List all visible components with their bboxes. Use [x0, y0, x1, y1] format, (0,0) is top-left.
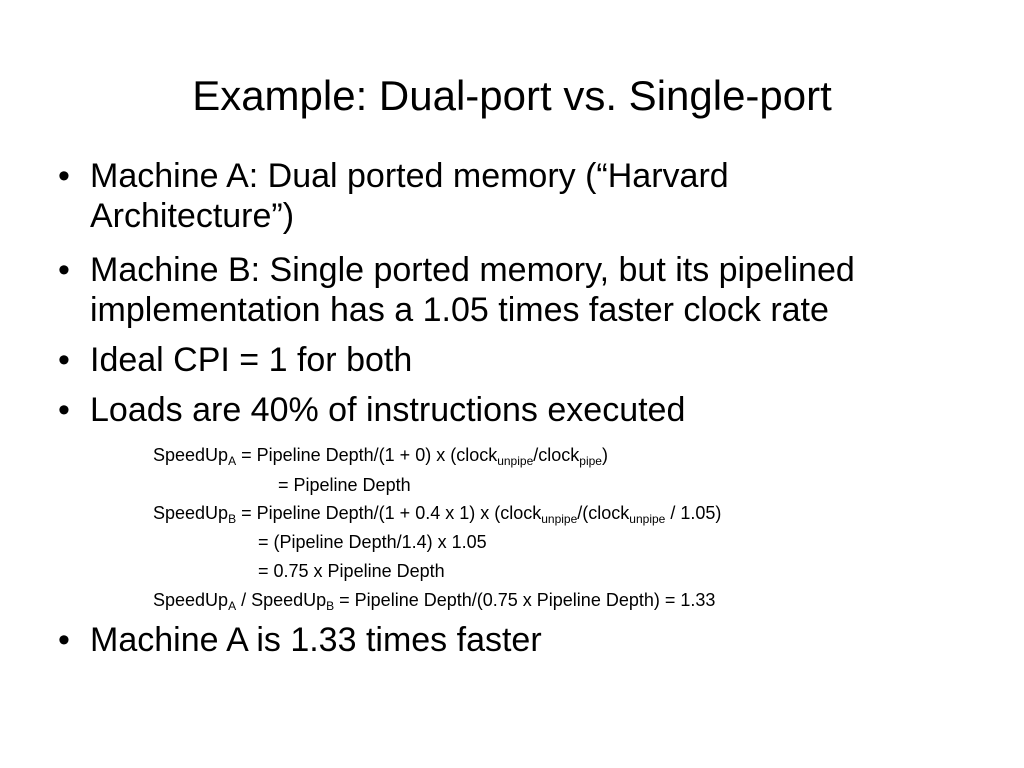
equation-speedup-a: SpeedUpA = Pipeline Depth/(1 + 0) x (clo… — [153, 444, 608, 468]
bullet-text: Machine B: Single ported memory, but its… — [90, 250, 855, 330]
slide-title: Example: Dual-port vs. Single-port — [192, 72, 832, 119]
bullet-text: Loads are 40% of instructions executed — [90, 391, 686, 429]
equation-subscript: unpipe — [541, 512, 578, 526]
equation-part: / SpeedUp — [236, 590, 327, 610]
equation-subscript: unpipe — [497, 454, 534, 468]
bullet-text-line-2: Architecture”) — [90, 197, 295, 235]
equation-speedup-b-result: = 0.75 x Pipeline Depth — [258, 561, 445, 581]
equation-subscript: B — [326, 599, 335, 613]
equation-subscript: unpipe — [629, 512, 666, 526]
equation-speedup-b-step: = (Pipeline Depth/1.4) x 1.05 — [258, 532, 487, 552]
equation-part: SpeedUp — [153, 503, 229, 523]
equation-part: ) — [601, 445, 608, 465]
equation-part: = Pipeline Depth/(1 + 0.4 x 1) x (clock — [236, 503, 542, 523]
bullet-text: Ideal CPI = 1 for both — [90, 341, 413, 379]
bullet-text-line-2: implementation has a 1.05 times faster c… — [90, 291, 829, 329]
equation-part: SpeedUp — [153, 445, 229, 465]
bullet-marker: • — [58, 621, 70, 659]
bullet-marker: • — [58, 391, 70, 429]
equation-part: = Pipeline Depth/(1 + 0) x (clock — [236, 445, 498, 465]
equation-part: /clock — [533, 445, 580, 465]
bullet-marker: • — [58, 251, 70, 289]
bullet-text-line-1: Machine B: Single ported memory, but its… — [90, 251, 855, 289]
bullet-text: Machine A is 1.33 times faster — [90, 621, 542, 659]
equation-speedup-a-result: = Pipeline Depth — [278, 475, 411, 495]
bullet-text: Machine A: Dual ported memory (“Harvard … — [90, 156, 729, 236]
equation-part: / 1.05) — [665, 503, 722, 523]
equation-part: SpeedUp — [153, 590, 229, 610]
equation-subscript: A — [228, 599, 237, 613]
equation-subscript: B — [228, 512, 237, 526]
bullet-marker: • — [58, 157, 70, 195]
equation-speedup-ratio: SpeedUpA / SpeedUpB = Pipeline Depth/(0.… — [153, 589, 716, 613]
bullet-text-line-1: Machine A: Dual ported memory (“Harvard — [90, 157, 729, 195]
equation-subscript: pipe — [579, 454, 602, 468]
equation-part: /(clock — [577, 503, 630, 523]
equation-part: = Pipeline Depth/(0.75 x Pipeline Depth)… — [334, 590, 716, 610]
equation-speedup-b: SpeedUpB = Pipeline Depth/(1 + 0.4 x 1) … — [153, 502, 722, 526]
equation-subscript: A — [228, 454, 237, 468]
bullet-marker: • — [58, 341, 70, 379]
